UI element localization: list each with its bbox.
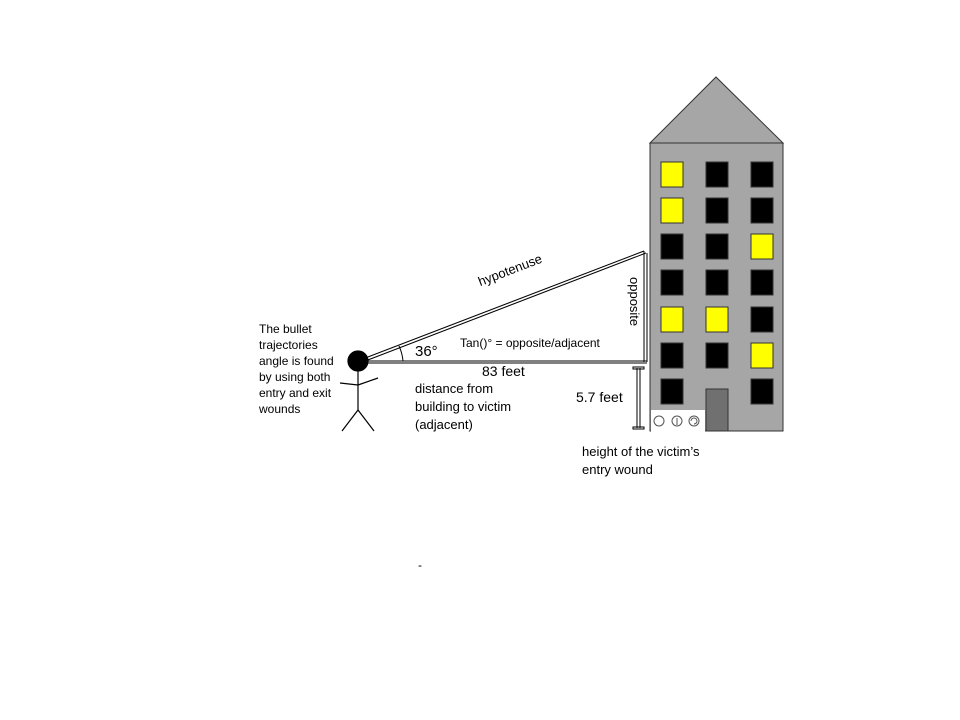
cc-icon bbox=[653, 415, 665, 427]
formula-label: Tan()° = opposite/adjacent bbox=[460, 336, 600, 350]
dark-window bbox=[705, 342, 729, 369]
distance-description: distance from building to victim (adjace… bbox=[415, 381, 512, 432]
dark-window bbox=[705, 197, 729, 224]
dark-window bbox=[750, 378, 774, 405]
dark-window bbox=[705, 233, 729, 260]
dark-window bbox=[660, 269, 684, 296]
stick-figure-victim bbox=[339, 350, 379, 432]
dark-window bbox=[750, 161, 774, 188]
door bbox=[705, 388, 729, 432]
trajectory-triangle bbox=[359, 250, 648, 364]
lit-window bbox=[660, 161, 684, 188]
dark-window bbox=[660, 233, 684, 260]
lit-window bbox=[660, 197, 684, 224]
share-alike-icon bbox=[688, 415, 700, 427]
height-value: 5.7 feet bbox=[576, 389, 623, 405]
dark-window bbox=[750, 197, 774, 224]
dark-window bbox=[705, 161, 729, 188]
dark-window bbox=[660, 378, 684, 405]
opposite-label: opposite bbox=[627, 277, 642, 327]
building-windows bbox=[660, 161, 774, 405]
height-description: height of the victim’s entry wound bbox=[582, 444, 700, 477]
dark-window bbox=[705, 269, 729, 296]
angle-label: 36° bbox=[415, 343, 438, 360]
dark-window bbox=[660, 342, 684, 369]
lit-window bbox=[660, 306, 684, 333]
dark-window bbox=[750, 306, 774, 333]
attribution-icon bbox=[671, 415, 683, 427]
lit-window bbox=[750, 233, 774, 260]
lit-window bbox=[750, 342, 774, 369]
building-roof bbox=[648, 76, 785, 144]
height-scale-bar bbox=[632, 366, 645, 430]
lit-window bbox=[705, 306, 729, 333]
dark-window bbox=[750, 269, 774, 296]
distance-value: 83 feet bbox=[482, 363, 525, 379]
trajectory-note: The bullet trajectories angle is found b… bbox=[259, 322, 334, 416]
stray-dash: - bbox=[418, 558, 422, 572]
